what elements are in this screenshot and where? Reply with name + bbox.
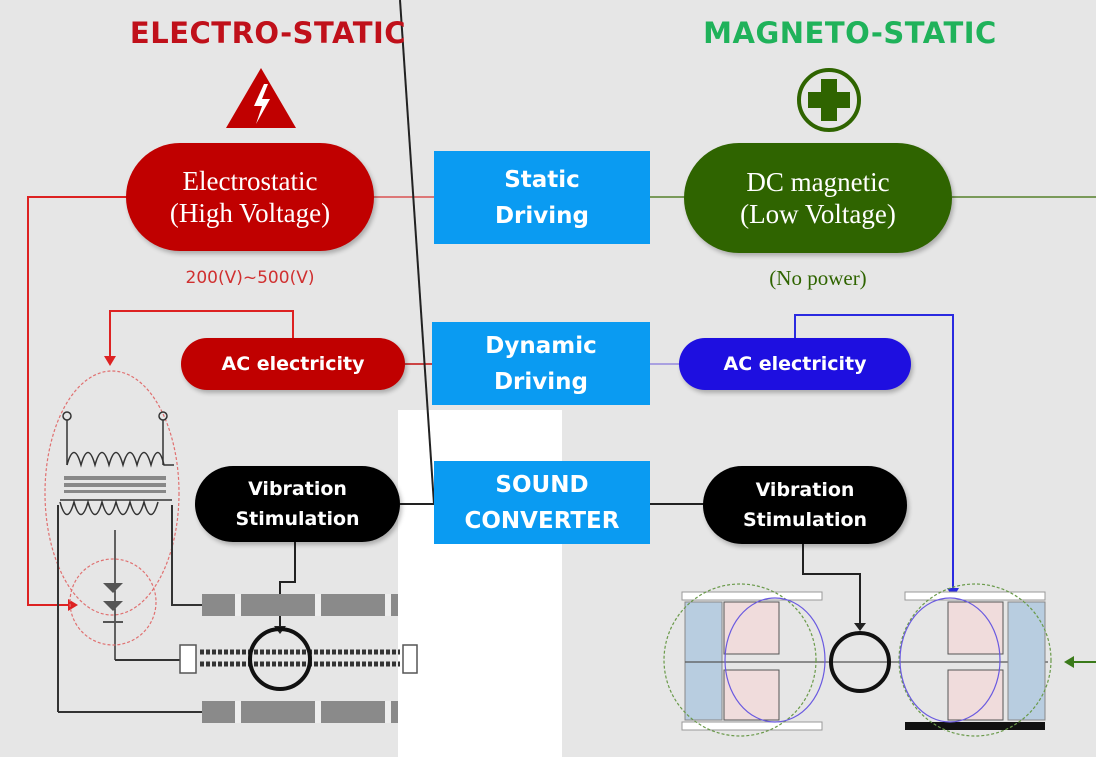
vibration-left-line1: Vibration: [248, 478, 347, 500]
line-ac-to-transformer: [109, 310, 294, 358]
transformer-illustration: [44, 370, 418, 723]
dc-magnetic-line1: DC magnetic: [746, 167, 890, 197]
line-electrostatic-left: [27, 196, 136, 606]
dc-magnetic-line2: (Low Voltage): [740, 199, 896, 229]
no-power-note: (No power): [769, 266, 867, 290]
plus-circle-icon: [796, 67, 862, 133]
sound-line1: SOUND: [495, 471, 589, 498]
static-line1: Static: [504, 166, 580, 193]
magnet-illustration: [663, 583, 1052, 737]
electro-static-heading: ELECTRO-STATIC: [129, 16, 407, 50]
vibration-right-line1: Vibration: [755, 479, 855, 501]
dynamic-line2: Driving: [493, 368, 589, 395]
arrow-to-rectifier: [68, 599, 78, 611]
electrostatic-line1: Electrostatic: [182, 166, 318, 196]
arrow-to-transformer: [104, 356, 116, 366]
voltage-note: 200(V)~500(V): [185, 268, 315, 288]
electrostatic-source-node: Electrostatic (High Voltage): [126, 143, 374, 251]
sound-converter-box: SOUND CONVERTER: [434, 461, 650, 544]
magneto-static-heading: MAGNETO-STATIC: [703, 16, 997, 50]
dynamic-driving-box: Dynamic Driving: [432, 322, 650, 405]
vibration-left-line2: Stimulation: [235, 508, 360, 530]
electrostatic-line2: (High Voltage): [169, 198, 331, 228]
ac-electricity-left-node: AC electricity: [181, 338, 405, 390]
arrow-to-right-coil: [1064, 656, 1074, 668]
static-line2: Driving: [494, 202, 590, 229]
vibration-stimulation-right-node: Vibration Stimulation: [703, 466, 907, 544]
line-ac-right-to-coil: [794, 314, 954, 590]
vibration-stimulation-left-node: Vibration Stimulation: [195, 466, 400, 542]
sound-line2: CONVERTER: [464, 507, 620, 534]
ac-electricity-right-node: AC electricity: [679, 338, 911, 390]
dc-magnetic-source-node: DC magnetic (Low Voltage): [684, 143, 952, 253]
vibration-right-line2: Stimulation: [742, 509, 868, 531]
static-driving-box: Static Driving: [434, 151, 650, 244]
line-vib-left-to-sound: [399, 0, 435, 505]
dynamic-line1: Dynamic: [485, 332, 597, 359]
high-voltage-warning-icon: [224, 66, 298, 130]
